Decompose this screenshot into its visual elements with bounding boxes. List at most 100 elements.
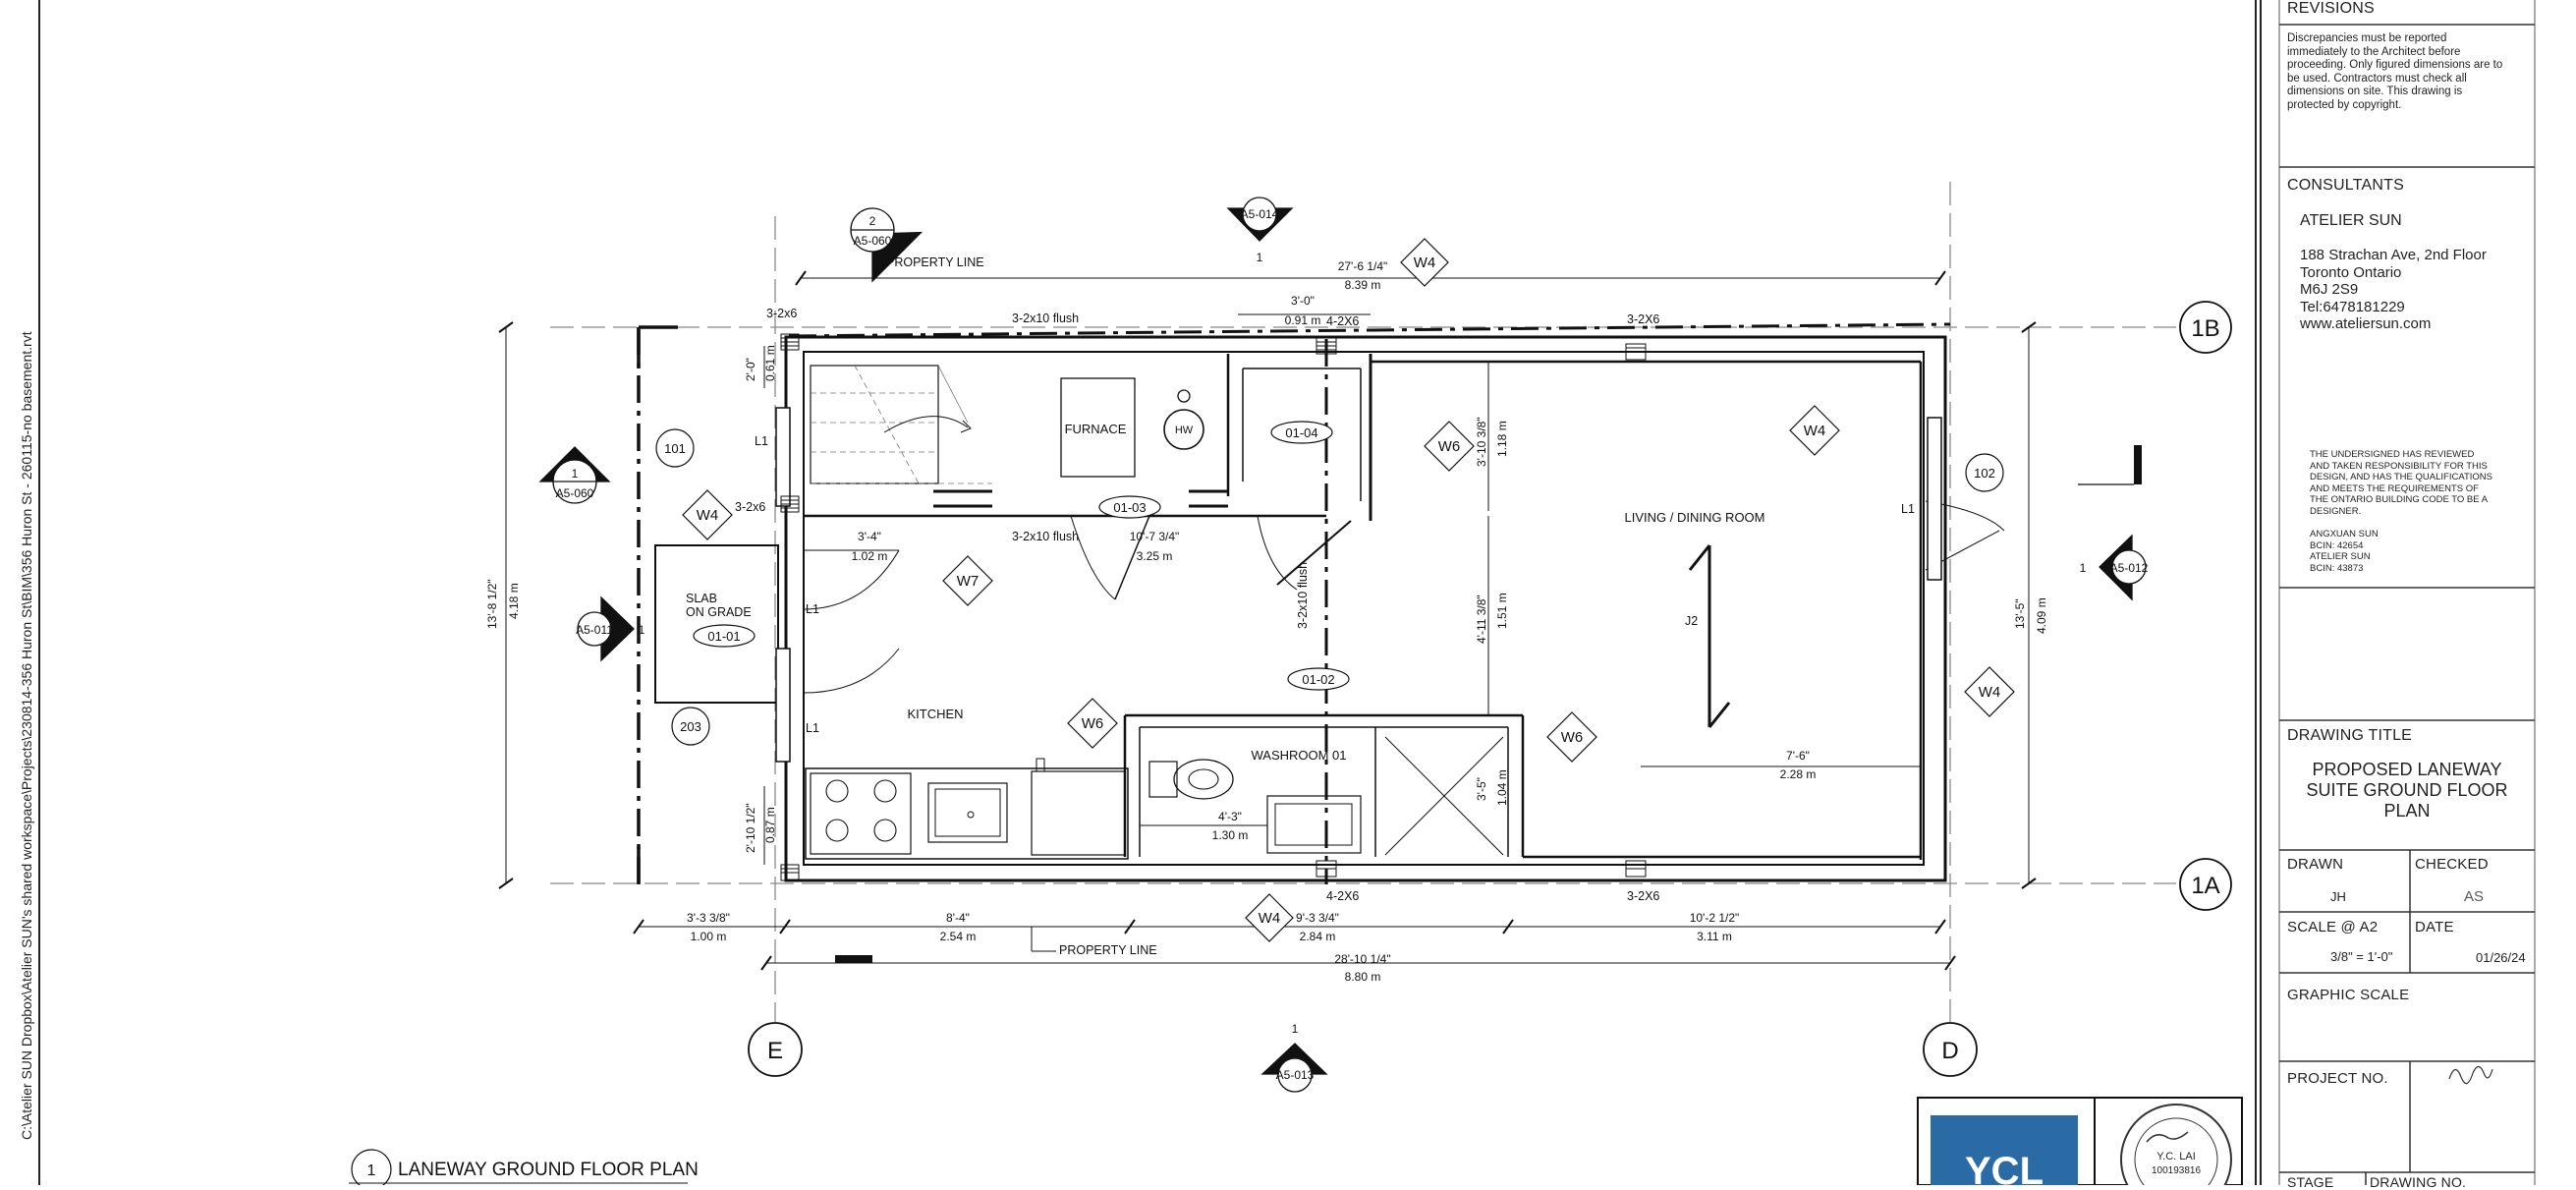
engineer-stamp: Y.C. LAI 100193816 [2120, 1104, 2232, 1185]
j2-label: J2 [1685, 614, 1698, 628]
drawing-title-line: PLAN [2383, 801, 2431, 821]
room-tag-01-01: 01-01 [707, 629, 740, 644]
dim-overall-top-ft: 27'-6 1/4" [1338, 259, 1388, 273]
undersigned-line: THE ONTARIO BUILDING CODE TO BE A [2310, 494, 2489, 505]
firm-address: 188 Strachan Ave, 2nd Floor Toronto Onta… [2300, 247, 2487, 333]
dim-top-small-m: 0.91 m [1285, 313, 1321, 327]
grid-label-e: E [767, 1038, 783, 1064]
elevation-num-top: 2 [869, 214, 876, 228]
bcin-line: BCIN: 43873 [2310, 562, 2364, 574]
dim-stair-top-ft: 2'-0" [744, 358, 757, 381]
disclaimer-line: immediately to the Architect before [2287, 45, 2461, 58]
date-label: DATE [2415, 919, 2454, 935]
address-line: M6J 2S9 [2300, 281, 2359, 298]
dim-overall-top-m: 8.39 m [1345, 278, 1381, 292]
room-living-label: LIVING / DINING ROOM [1624, 510, 1764, 525]
file-path-text: C:\Atelier SUN Dropbox\Atelier SUN's sha… [19, 331, 34, 1140]
drawn-value: JH [2330, 889, 2346, 904]
dim-76-m: 2.28 m [1780, 767, 1817, 781]
grid-label-d: D [1941, 1038, 1958, 1064]
window-tag-w6-3: W6 [1561, 729, 1584, 746]
dim-43-m: 1.30 m [1212, 828, 1249, 842]
dim-411-m: 1.51 m [1495, 593, 1509, 629]
window-tag-w4-4: W4 [1979, 684, 2001, 701]
drawing-title-line: PROPOSED LANEWAY [2312, 760, 2502, 779]
l1-label-c: L1 [806, 721, 819, 735]
disclaimer-line: Discrepancies must be reported [2287, 32, 2447, 44]
slab-label-2: ON GRADE [686, 605, 752, 619]
dim-35-m: 1.04 m [1495, 769, 1509, 806]
dim-43-ft: 4'-3" [1218, 810, 1242, 823]
l1-label-b: L1 [806, 602, 819, 616]
undersigned-line: DESIGNER. [2310, 505, 2362, 517]
disclaimer-line: be used. Contractors must check all [2287, 72, 2467, 85]
door-tag-102: 102 [1974, 466, 1995, 481]
disclaimer-line: proceeding. Only figured dimensions are … [2287, 59, 2503, 71]
ycl-logo [1931, 1115, 2078, 1185]
l1-label-a: L1 [755, 434, 768, 448]
grid-bubbles [748, 301, 2232, 1077]
ycl-logo-text: YCL [1965, 1150, 2044, 1185]
lintel-label-4: 3-2X6 [1627, 889, 1659, 903]
section-ref-bottom: A5-013 [1276, 1068, 1315, 1082]
address-line: Toronto Ontario [2300, 263, 2402, 281]
drawing-title-line: SUITE GROUND FLOOR [2306, 780, 2508, 800]
window-tag-w4-3: W4 [697, 507, 719, 524]
stamp-name: Y.C. LAI [2156, 1151, 2196, 1162]
disclaimer-text: Discrepancies must be reported immediate… [2287, 32, 2533, 112]
joist-label-1: 3-2x10 flush [1012, 312, 1079, 325]
dim-left-height-ft: 13'-8 1/2" [485, 579, 499, 629]
room-tag-01-02: 01-02 [1302, 672, 1334, 687]
graphic-scale-label: GRAPHIC SCALE [2287, 987, 2410, 1003]
bcin-line: ATELIER SUN [2310, 551, 2371, 562]
door-tag-101: 101 [664, 441, 686, 456]
dim-1073-ft: 10'-7 3/4" [1130, 530, 1180, 543]
hw-label: HW [1175, 425, 1194, 436]
dim-bottom-1-ft: 3'-3 3/8" [687, 911, 730, 925]
section-ref-left: A5-011 [576, 623, 613, 637]
drawn-label: DRAWN [2287, 856, 2344, 873]
date-value: 01/26/24 [2476, 950, 2526, 965]
dim-right-height-ft: 13'-5" [2013, 598, 2027, 629]
view-number-bubble [351, 1149, 392, 1185]
joist-label-3: 3-2x10 flush [1296, 562, 1310, 629]
elevation-ref-left: A5-060 [556, 486, 594, 500]
undersigned-line: AND TAKEN RESPONSIBILITY FOR THIS [2310, 460, 2488, 472]
dim-334-m: 1.02 m [852, 549, 888, 563]
view-title: LANEWAY GROUND FLOOR PLAN [398, 1160, 699, 1180]
slab-label-1: SLAB [686, 592, 717, 605]
drawing-title-label: DRAWING TITLE [2287, 727, 2413, 744]
dim-bottom-3-m: 2.84 m [1300, 930, 1336, 943]
elevation-num-left: 1 [572, 467, 579, 481]
room-tag-01-04: 01-04 [1285, 425, 1317, 440]
project-no-label: PROJECT NO. [2287, 1070, 2388, 1087]
dim-right-height-m: 4.09 m [2035, 597, 2048, 634]
revisions-label: REVISIONS [2287, 0, 2375, 17]
dim-left-height-m: 4.18 m [507, 583, 521, 619]
lintel-label-3: 3-2X6 [1627, 312, 1659, 326]
disclaimer-line: protected by copyright. [2287, 98, 2402, 111]
dim-bottom-2-m: 2.54 m [940, 930, 977, 943]
scale-label: SCALE @ A2 [2287, 919, 2379, 935]
title-block [2279, 24, 2535, 1185]
view-number: 1 [367, 1162, 376, 1179]
dim-overall-bottom-ft: 28'-10 1/4" [1334, 952, 1390, 966]
checked-label: CHECKED [2415, 856, 2489, 873]
drawing-no-label: DRAWING NO. [2370, 1174, 2467, 1190]
l1-label-d: L1 [1901, 502, 1915, 516]
elevation-ref-top: A5-060 [854, 234, 892, 248]
dim-kitchen-height-ft: 2'-10 1/2" [744, 803, 757, 853]
dim-stair-top-m: 0.61 m [763, 345, 777, 381]
lintel-label-6: 4-2X6 [1326, 889, 1359, 903]
drawing-title: PROPOSED LANEWAY SUITE GROUND FLOOR PLAN [2279, 760, 2535, 822]
window-tag-w4-2: W4 [1804, 423, 1826, 439]
room-washroom-label: WASHROOM 01 [1251, 748, 1346, 763]
section-num-left: 1 [639, 623, 645, 637]
bcin-line: BCIN: 42654 [2310, 539, 2364, 551]
dim-310-m: 1.18 m [1495, 421, 1509, 457]
furnace-label: FURNACE [1065, 422, 1127, 436]
dim-35-ft: 3'-5" [1475, 777, 1488, 801]
door-tag-203: 203 [680, 719, 701, 734]
dim-bottom-1-m: 1.00 m [691, 930, 727, 943]
